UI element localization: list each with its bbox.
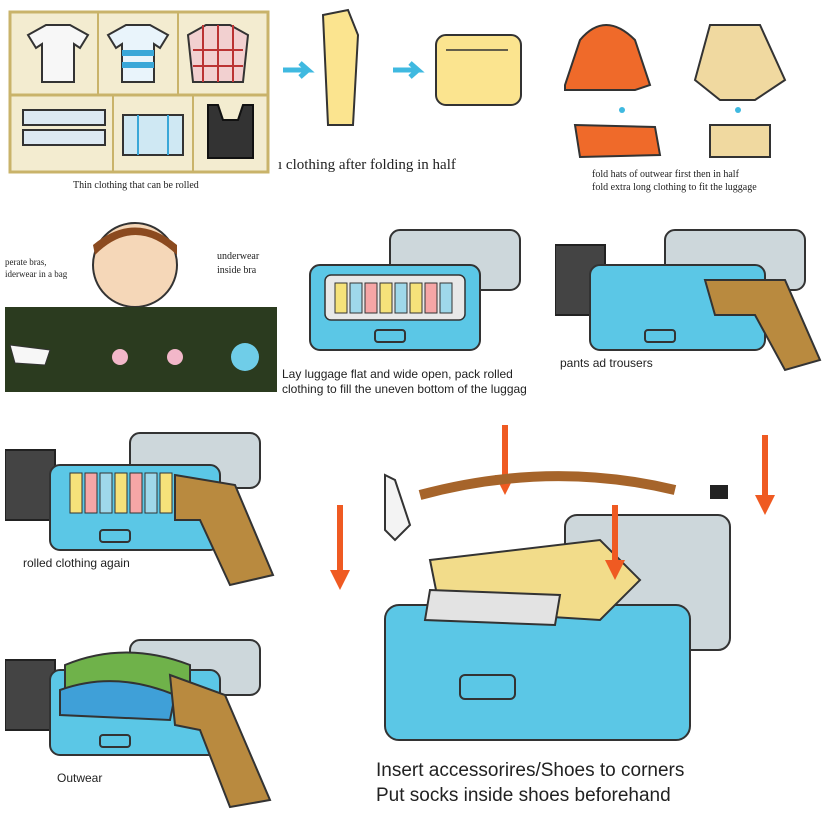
underwear-left-line1: perate bras, <box>5 257 47 267</box>
accessories-caption-line2: Put socks inside shoes beforehand <box>376 785 671 806</box>
outwear-caption: Outwear <box>57 771 103 785</box>
suitcase-outwear-illustration <box>5 639 272 809</box>
underwear-right-line1: underwear <box>217 251 260 262</box>
panel-accessories: Insert accessorires/Shoes to corners Put… <box>300 420 825 820</box>
rollable-caption: Thin clothing that can be rolled <box>73 180 199 191</box>
pants-caption: pants ad trousers <box>560 356 653 370</box>
panel-pants: pants ad trousers <box>555 220 825 390</box>
underwear-left-line2: iderwear in a bag <box>5 269 68 279</box>
panel-lay-flat: Lay luggage flat and wide open, pack rol… <box>280 215 545 400</box>
panel-outerwear: fold hats of outwear first then in half … <box>560 5 822 195</box>
rolled-again-caption: rolled clothing again <box>23 556 130 570</box>
panel-underwear: perate bras, iderwear in a bag underwear… <box>5 215 277 395</box>
underwear-right-line2: inside bra <box>217 265 257 276</box>
outerwear-illustration <box>564 24 787 159</box>
panel-outwear: Outwear <box>5 635 277 810</box>
suitcase-accessories-illustration <box>330 425 775 741</box>
panel-rolled-again: rolled clothing again <box>5 425 277 595</box>
lay-flat-caption-line1: Lay luggage flat and wide open, pack rol… <box>282 367 513 381</box>
fold-half-caption: ı clothing after folding in half <box>278 157 456 173</box>
suitcase-rolled-again-illustration <box>5 432 275 587</box>
suitcase-rolled-illustration <box>309 229 521 351</box>
outerwear-caption-line2: fold extra long clothing to fit the lugg… <box>592 182 757 193</box>
panel-rollable-clothing: Thin clothing that can be rolled <box>8 10 273 195</box>
clothing-board-illustration <box>8 10 270 174</box>
fold-half-illustration <box>283 8 522 126</box>
underwear-illustration <box>5 222 277 392</box>
accessories-caption-line1: Insert accessorires/Shoes to corners <box>376 760 685 781</box>
outerwear-caption-line1: fold hats of outwear first then in half <box>592 169 739 180</box>
lay-flat-caption-line2: clothing to fill the uneven bottom of th… <box>282 382 527 396</box>
suitcase-pants-illustration <box>555 229 822 372</box>
panel-fold-half: ı clothing after folding in half <box>278 5 548 190</box>
